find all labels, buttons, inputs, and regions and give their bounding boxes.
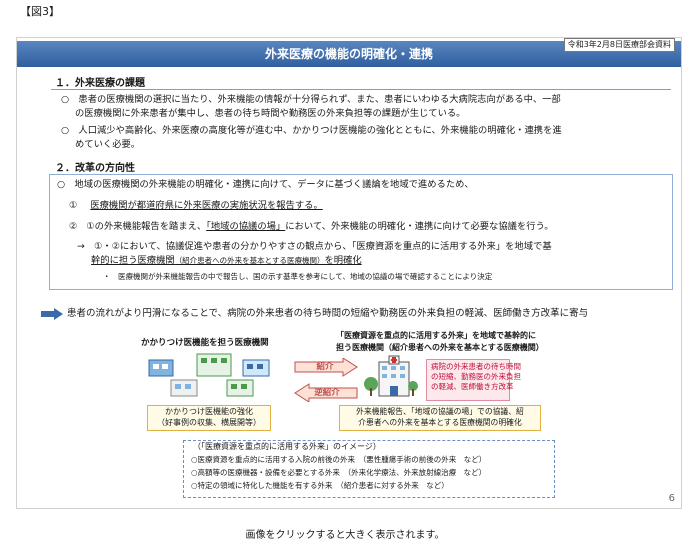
referral-label: 紹介	[316, 362, 334, 372]
slide-image[interactable]: 令和3年2月8日医療部会資料 外来医療の機能の明確化・連携 １．外来医療の課題 …	[16, 37, 682, 509]
item3-note: ・ 医療機関が外来機能報告の中で報告し、国の示す基準を参考にして、地域の協議の場…	[103, 272, 493, 281]
section2-intro: ○ 地域の医療機関の外来機能の明確化・連携に向けて、データに基づく議論を地域で進…	[57, 179, 474, 190]
image-box-item: ○高額等の医療機器・設備を必要とする外来 （外来化学療法、外来放射線治療 など）	[191, 468, 487, 477]
image-box	[183, 440, 555, 498]
left-institution-label: かかりつけ医機能を担う医療機関	[141, 338, 269, 348]
item2-text-c: において、外来機能の明確化・連携に向けて必要な協議を行う。	[285, 221, 554, 232]
section1-p2-line2: めていく必要。	[75, 139, 141, 150]
primary-care-box: かかりつけ医機能の強化 （好事例の収集、横展開等）	[147, 405, 271, 431]
benefit-callout: 病院の外来患者の待ち時間 の短縮、勤務医の外来負担 の軽減、医師働き方改革	[426, 359, 521, 401]
item2-text-a: ①の外来機能報告を踏まえ、	[86, 221, 207, 232]
core-institution-box: 外来機能報告、「地域の協議の場」での協議、紹 介患者への外来を基本とする医療機関…	[339, 405, 541, 431]
right-institution-label-line2: 担う医療機関（紹介患者への外来を基本とする医療機関）	[336, 343, 544, 352]
item1-number: ①	[69, 200, 78, 211]
result-text: 患者の流れがより円滑になることで、病院の外来患者の待ち時間の短縮や勤務医の外来負…	[67, 308, 589, 319]
section1-p1-line1: ○ 患者の医療機関の選択に当たり、外来機能の情報が十分得られず、また、患者にいわ…	[61, 94, 561, 105]
primary-care-line2: （好事例の収集、横展開等）	[157, 418, 261, 427]
image-box-item: ○医療資源を重点的に活用する入院の前後の外来 （悪性腫瘍手術の前後の外来 など）	[191, 455, 487, 464]
right-institution-label-line1: 「医療資源を重点的に活用する外来」を地域で基幹的に	[336, 331, 536, 340]
hospital-icon	[364, 355, 418, 397]
image-box-title: （「医療資源を重点的に活用する外来」のイメージ）	[193, 442, 381, 451]
right-arrow-icon	[41, 308, 63, 320]
benefit-line1: 病院の外来患者の待ち時間	[431, 362, 521, 371]
benefit-line3: の軽減、医師働き方改革	[431, 382, 514, 391]
date-badge: 令和3年2月8日医療部会資料	[563, 38, 675, 52]
core-institution-line1: 外来機能報告、「地域の協議の場」での協議、紹	[356, 407, 524, 416]
image-box-item: ○特定の領域に特化した機能を有する外来 （紹介患者に対する外来 など）	[191, 481, 449, 490]
item3-line2-b: （紹介患者への外来を基本とする医療機関）	[174, 256, 325, 265]
core-institution-line2: 介患者への外来を基本とする医療機関の明確化	[358, 418, 522, 427]
item1-text: 医療機関が都道府県に外来医療の実施状況を報告する。	[90, 200, 323, 211]
item2-number: ②	[69, 221, 78, 232]
benefit-line2: の短縮、勤務医の外来負担	[431, 372, 521, 381]
section1-p1-line2: の医療機関に外来患者が集中し、患者の待ち時間や勤務医の外来負担等の課題が生じてい…	[75, 108, 466, 119]
item3-line2-c: を明確化	[324, 255, 362, 266]
section2-heading: ２．改革の方向性	[55, 163, 135, 174]
clinic-buildings-icon	[148, 353, 270, 397]
section1-divider	[51, 89, 671, 90]
section1-heading: １．外来医療の課題	[55, 78, 145, 89]
primary-care-line1: かかりつけ医機能の強化	[164, 407, 254, 416]
item3-line1: → ①・②において、協議促進や患者の分かりやすさの観点から、「医療資源を重点的に…	[77, 241, 552, 252]
figure-label: 【図3】	[20, 5, 60, 18]
referral-arrows-icon	[294, 358, 358, 402]
section1-p2-line1: ○ 人口減少や高齢化、外来医療の高度化等が進む中、かかりつけ医機能の強化とともに…	[61, 125, 562, 136]
item3-line2-a: 幹的に担う医療機関	[91, 255, 175, 266]
section2-box	[49, 174, 673, 290]
reverse-referral-label: 逆紹介	[314, 388, 340, 398]
page-number: 6	[668, 493, 675, 504]
enlarge-caption: 画像をクリックすると大きく表示されます。	[245, 530, 445, 541]
item2-text-b: 「地域の協議の場」	[206, 221, 286, 232]
